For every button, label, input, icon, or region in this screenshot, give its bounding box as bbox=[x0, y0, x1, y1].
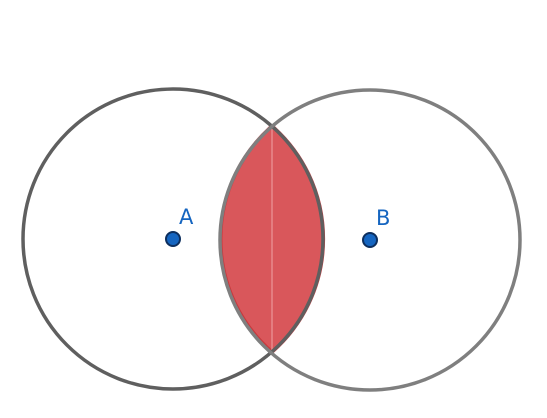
circle-b bbox=[218, 88, 522, 392]
circle-a bbox=[21, 87, 325, 391]
point-a[interactable] bbox=[165, 231, 181, 247]
point-b-label: B bbox=[376, 206, 390, 230]
point-a-label: A bbox=[179, 205, 194, 229]
point-b[interactable] bbox=[362, 232, 378, 248]
